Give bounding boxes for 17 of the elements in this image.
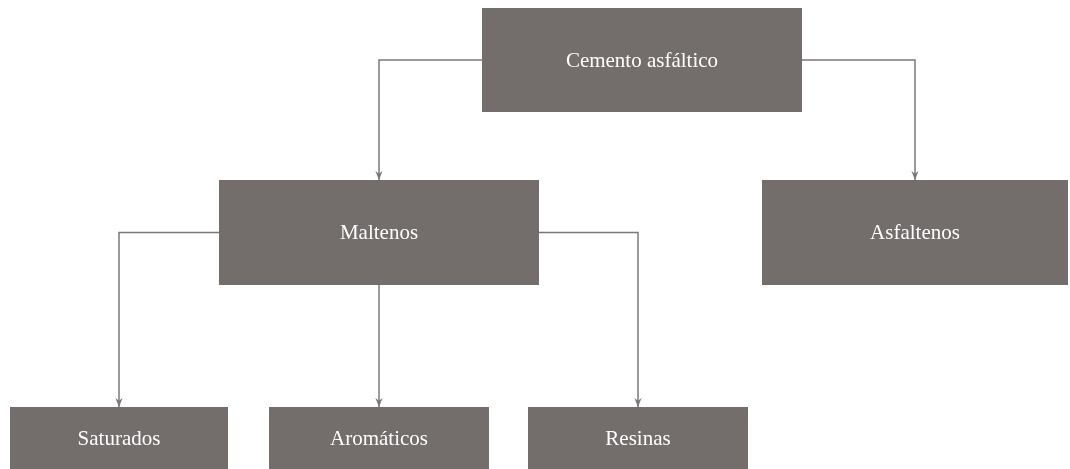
arrow [115,231,220,408]
arrow [375,284,383,408]
box-label: Resinas [605,425,671,451]
process-box [762,180,1068,285]
arrow [538,231,642,408]
process-box [528,407,748,469]
arrow [375,59,483,181]
box-label: Aromáticos [330,425,428,451]
process-box [10,407,228,469]
box-label: Maltenos [339,220,419,245]
box-label: Asfaltenos [870,220,960,245]
arrow [801,59,919,181]
box-label: Cemento asfáltico [565,47,719,73]
box-label: Saturados [77,425,161,451]
process-box [482,8,802,112]
process-box [269,407,489,469]
process-box [219,180,539,285]
